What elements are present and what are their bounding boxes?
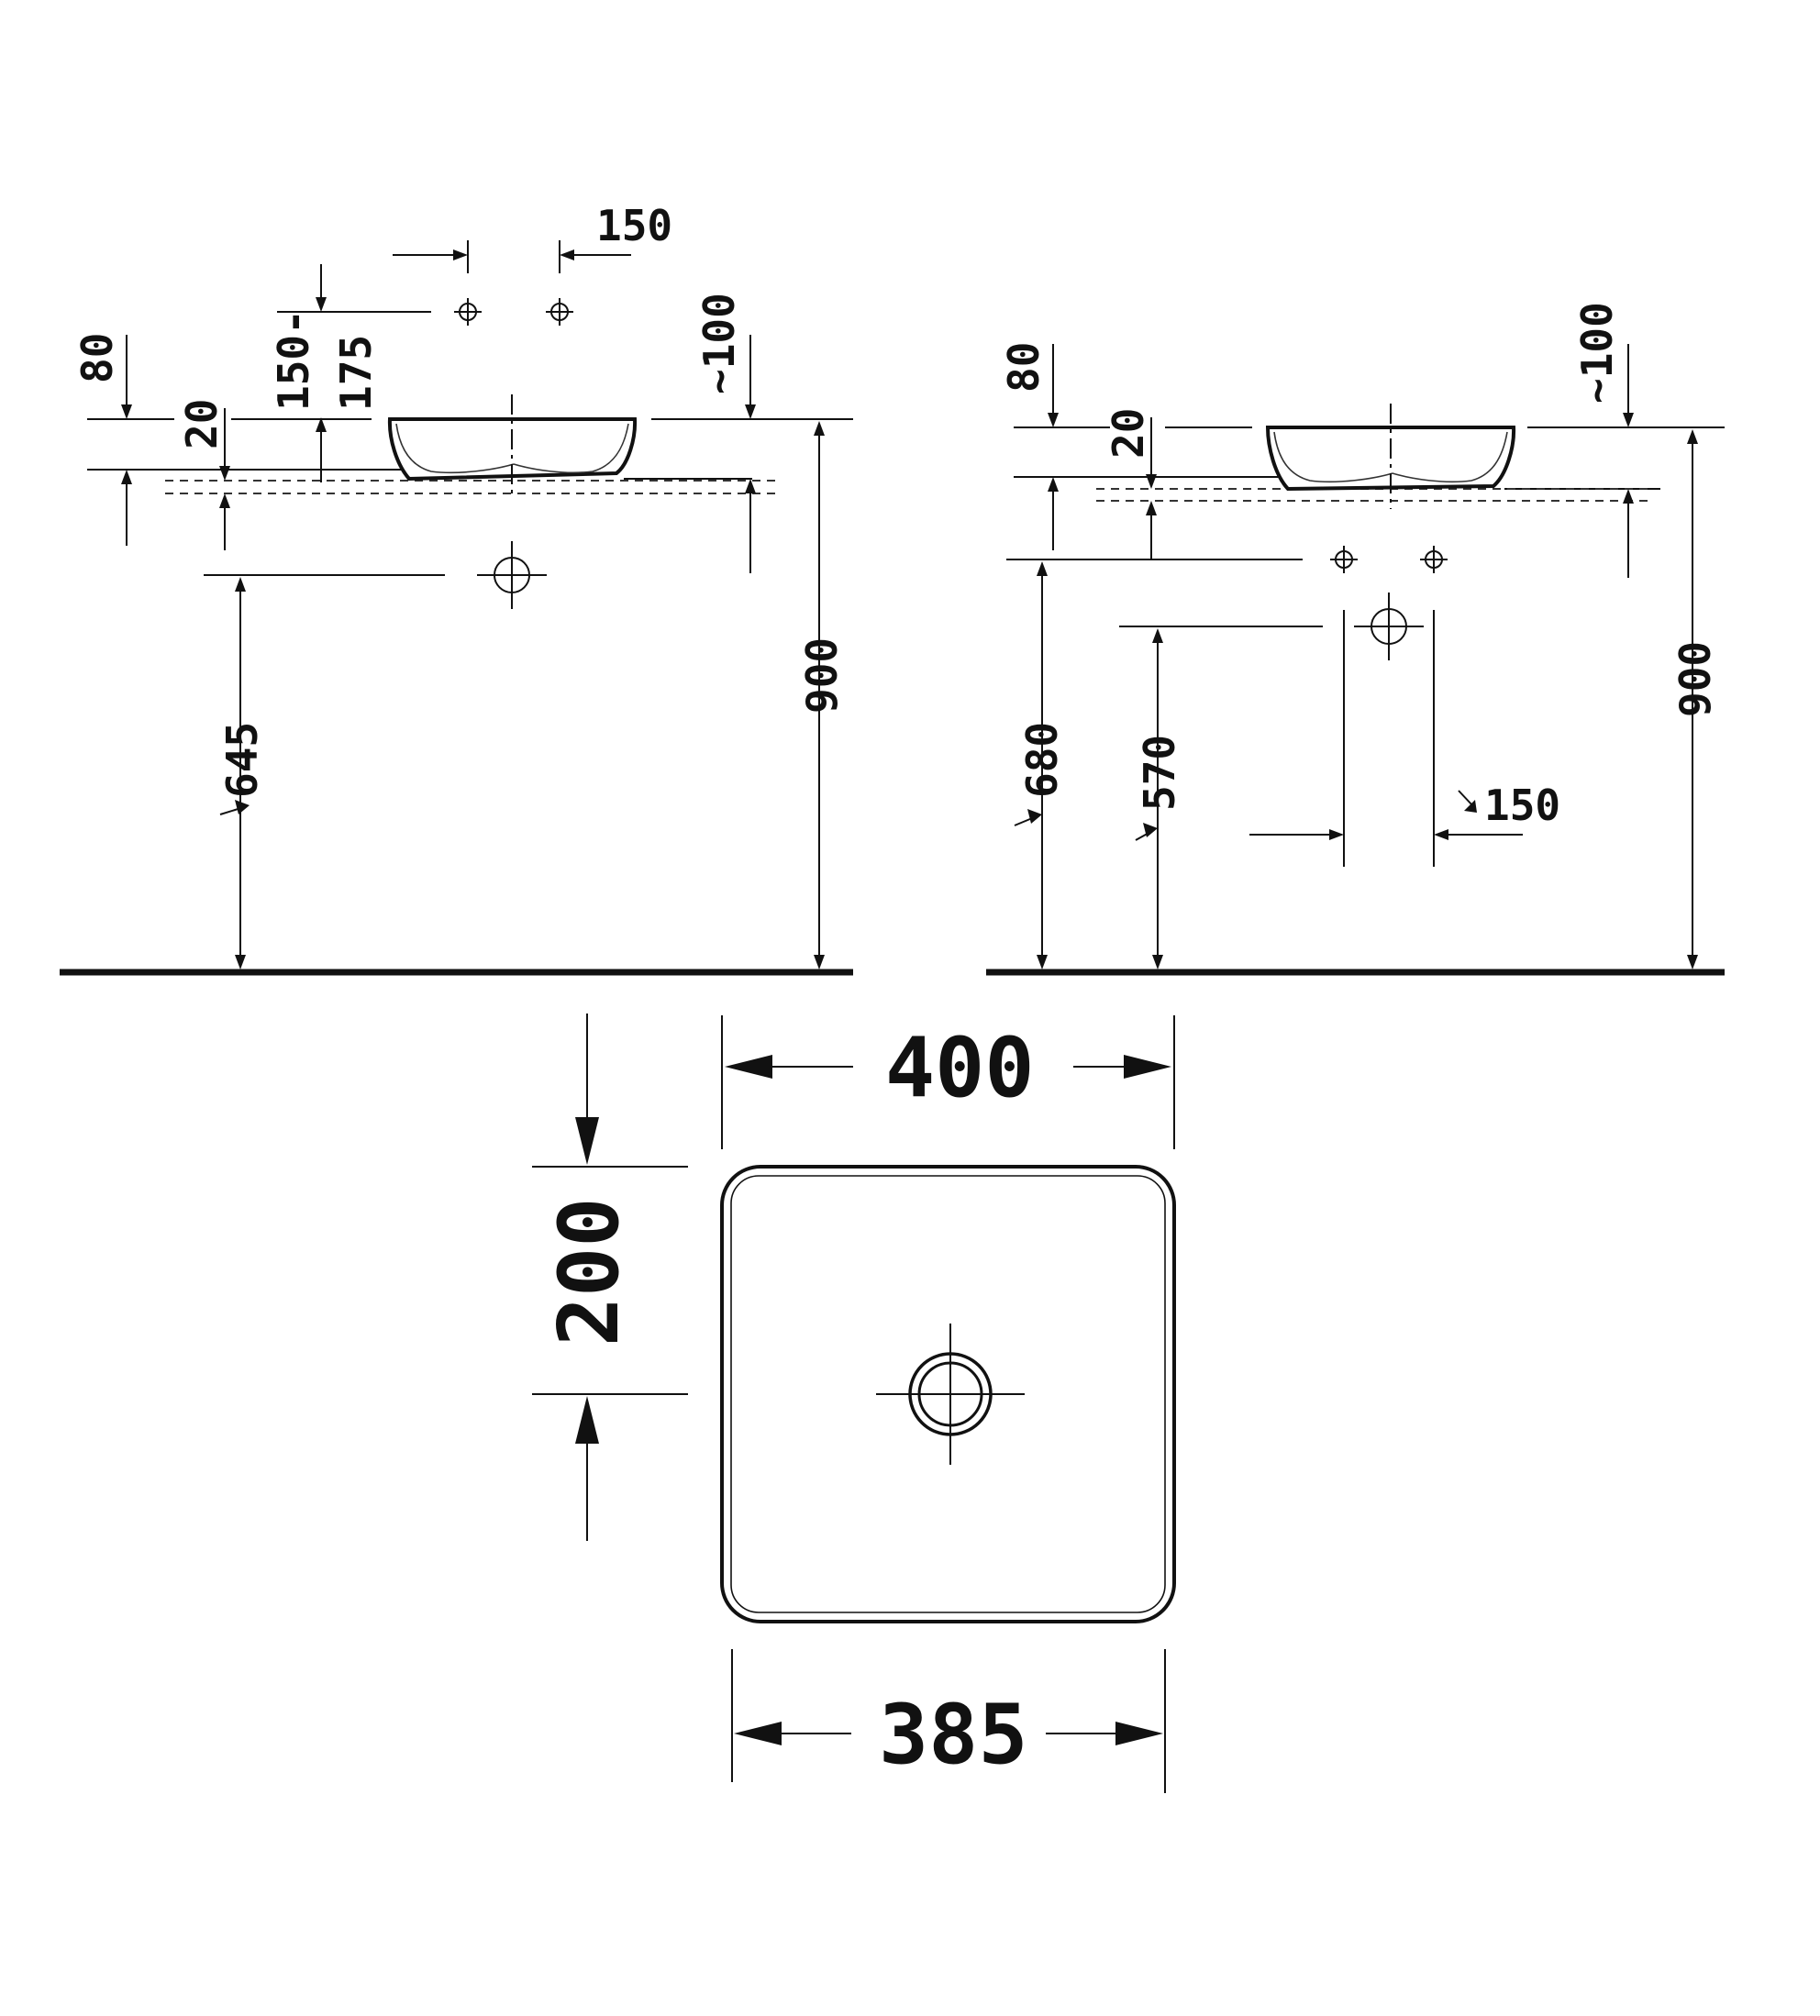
plan-drain-icon bbox=[876, 1324, 1025, 1465]
plan-basin-outer bbox=[720, 1165, 1176, 1623]
right-tap-spacing-150-label: 150 bbox=[1484, 781, 1560, 830]
right-thickness-20-label: 20 bbox=[1104, 408, 1153, 459]
right-depth-100-label: ~100 bbox=[1572, 302, 1622, 404]
left-tap-height-label-b: 175 bbox=[331, 335, 381, 411]
left-tap-hole-1-icon bbox=[454, 298, 482, 326]
left-depth-100-label: ~100 bbox=[694, 293, 744, 394]
right-elevation-view: 80 20 ~100 900 68 bbox=[986, 302, 1725, 976]
plan-inner-width-385-label: 385 bbox=[879, 1687, 1028, 1783]
right-wall-tap-1-icon bbox=[1330, 546, 1358, 573]
right-drain-outlet-icon bbox=[1354, 593, 1424, 660]
right-wall-tap-2-icon bbox=[1420, 546, 1448, 573]
left-total-height-900-label: 900 bbox=[797, 637, 847, 714]
right-height-80-label: 80 bbox=[999, 342, 1049, 393]
right-tap-height-680-label: 680 bbox=[1017, 722, 1067, 798]
left-drain-outlet-icon bbox=[477, 541, 547, 609]
left-tap-spacing-label: 150 bbox=[596, 201, 672, 250]
right-drain-height-570-label: 570 bbox=[1135, 735, 1184, 811]
left-tap-hole-2-icon bbox=[546, 298, 573, 326]
left-drain-height-645-label: 645 bbox=[217, 722, 267, 798]
plan-width-400-label: 400 bbox=[885, 1020, 1035, 1116]
left-height-80-label: 80 bbox=[72, 333, 122, 383]
left-elevation-view: 150 150- 175 80 20 ~100 900 bbox=[60, 201, 853, 976]
plan-drain-offset-200-label: 200 bbox=[541, 1197, 638, 1346]
plan-view: 400 200 385 bbox=[532, 1014, 1176, 1793]
left-tap-height-label-a: 150- bbox=[269, 309, 318, 411]
left-thickness-20-label: 20 bbox=[177, 399, 227, 449]
plan-basin-inner bbox=[730, 1175, 1166, 1613]
right-total-height-900-label: 900 bbox=[1670, 641, 1720, 717]
